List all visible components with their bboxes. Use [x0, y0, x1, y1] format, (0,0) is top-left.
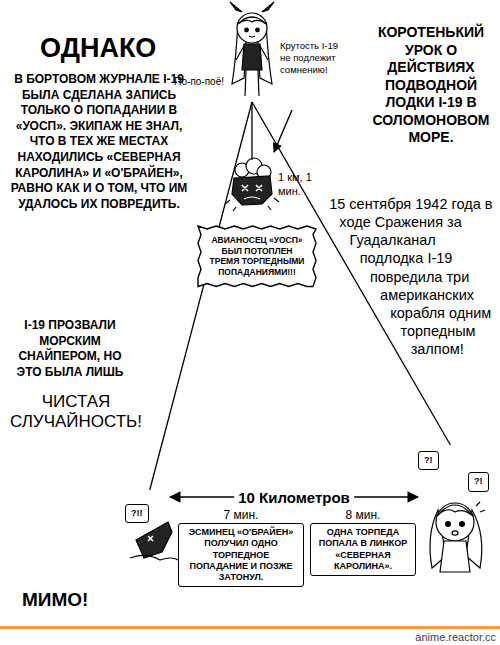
label-frame: МИМО! [22, 590, 112, 611]
exclaim-bubble: ?! [468, 472, 489, 491]
i19-girl-figure [245, 28, 249, 32]
figure-group: По-по-поё! Крутость I-19 не подлежит сомн… [174, 4, 350, 102]
i19-girl-figure [236, 46, 244, 60]
i19-girl-figure [245, 70, 259, 96]
carrier-figure [242, 185, 262, 191]
event-text: ОДНА ТОРПЕДА ПОПАЛА В ЛИНКОР «СЕВЕРНАЯ К… [310, 523, 416, 576]
carrier-figure [232, 176, 272, 205]
label-frame: ОДНАКО [40, 34, 174, 64]
destroyer-figure [148, 536, 153, 541]
ship-figure-node: ?!?! [418, 445, 490, 575]
battleship-girl-figure [452, 531, 458, 535]
exclaim-bubble: ?!! [125, 504, 149, 523]
callout-burst: АВИАНОСЕЦ «УОСП» БЫЛ ПОТОПЛЕН ТРЕМЯ ТОРП… [198, 226, 316, 287]
i19-girl-figure [262, 2, 274, 12]
event-text: ЭСМИНЕЦ «О'БРАЙЕН» ПОЛУЧИЛ ОДНО ТОРПЕДНО… [178, 523, 304, 587]
i19-girl-figure [238, 17, 266, 24]
label-frame: anime.reactor.cc [380, 631, 496, 643]
note-paragraph: I-19 ПРОЗВАЛИ МОРСКИМ СНАЙПЕРОМ, НО ЭТО … [6, 318, 134, 380]
battleship-girl-figure [440, 541, 470, 572]
figure-slot [226, 160, 278, 210]
i19-girl-figure [242, 44, 262, 70]
i19-girl-figure [256, 28, 260, 32]
note-text: Крутость I-19 не подлежит сомнению! [280, 40, 350, 102]
big-heading: ОДНАКО [40, 34, 174, 64]
destroyer-figure [130, 555, 178, 560]
exclaim-bubble: ?! [418, 451, 439, 470]
emphasis-text: ЧИСТАЯ СЛУЧАЙНОСТЬ! [6, 392, 146, 433]
carrier-figure [244, 197, 260, 199]
event-box: 7 мин.ЭСМИНЕЦ «О'БРАЙЕН» ПОЛУЧИЛ ОДНО ТО… [178, 508, 304, 587]
i19-girl-figure [249, 36, 255, 37]
i19-girl-figure [230, 2, 274, 96]
battleship-girl-figure [430, 502, 485, 572]
speech-text: По-по-поё! [174, 76, 224, 103]
torpedo-track [251, 102, 252, 160]
label-frame: В БОРТОВОМ ЖУРНАЛЕ I-19 БЫЛА СДЕЛАНА ЗАП… [6, 72, 192, 212]
note-paragraph: В БОРТОВОМ ЖУРНАЛЕ I-19 БЫЛА СДЕЛАНА ЗАП… [6, 72, 192, 212]
battleship-girl-figure [446, 522, 451, 527]
battleship-girl-figure [436, 503, 474, 541]
figure-slot [224, 4, 280, 102]
destroyer-figure [130, 522, 178, 560]
battleship-girl-figure [476, 502, 485, 512]
distance-label: 10 Километров [234, 489, 354, 506]
time-heading: 7 мин. [178, 508, 304, 523]
distance-time: 1 км, 1 мин. [278, 171, 324, 199]
ship-figure-node: 1 км, 1 мин. [226, 160, 326, 210]
callout-outline [198, 226, 316, 287]
title-heading: КОРОТЕНЬКИЙ УРОК О ДЕЙСТВИЯХ ПОДВОДНОЙ Л… [366, 24, 496, 147]
battleship-girl-figure [437, 505, 473, 516]
watermark: anime.reactor.cc [380, 631, 496, 643]
label-frame: ЧИСТАЯ СЛУЧАЙНОСТЬ! [6, 392, 146, 433]
i19-girl-figure [237, 13, 267, 43]
label-frame: 15 сентября 1942 года в ходе Сражения за… [300, 195, 495, 405]
event-box: 8 мин.ОДНА ТОРПЕДА ПОПАЛА В ЛИНКОР «СЕВЕ… [310, 508, 416, 576]
battleship-girl-figure [460, 522, 465, 527]
footer-bar [0, 626, 500, 629]
time-heading: 8 мин. [310, 508, 416, 523]
carrier-figure [225, 158, 279, 211]
destroyer-figure [136, 522, 172, 558]
label-frame: I-19 ПРОЗВАЛИ МОРСКИМ СНАЙПЕРОМ, НО ЭТО … [6, 318, 134, 380]
carrier-figure [225, 198, 279, 211]
i19-girl-figure [230, 2, 242, 12]
i19-girl-figure [260, 46, 268, 60]
ship-figure-node: ?!! [125, 490, 170, 560]
miss-shout: МИМО! [22, 590, 112, 611]
history-note: 15 сентября 1942 года в ходе Сражения за… [300, 195, 495, 358]
callout-text: АВИАНОСЕЦ «УОСП» БЫЛ ПОТОПЛЕН ТРЕМЯ ТОРП… [207, 235, 307, 278]
